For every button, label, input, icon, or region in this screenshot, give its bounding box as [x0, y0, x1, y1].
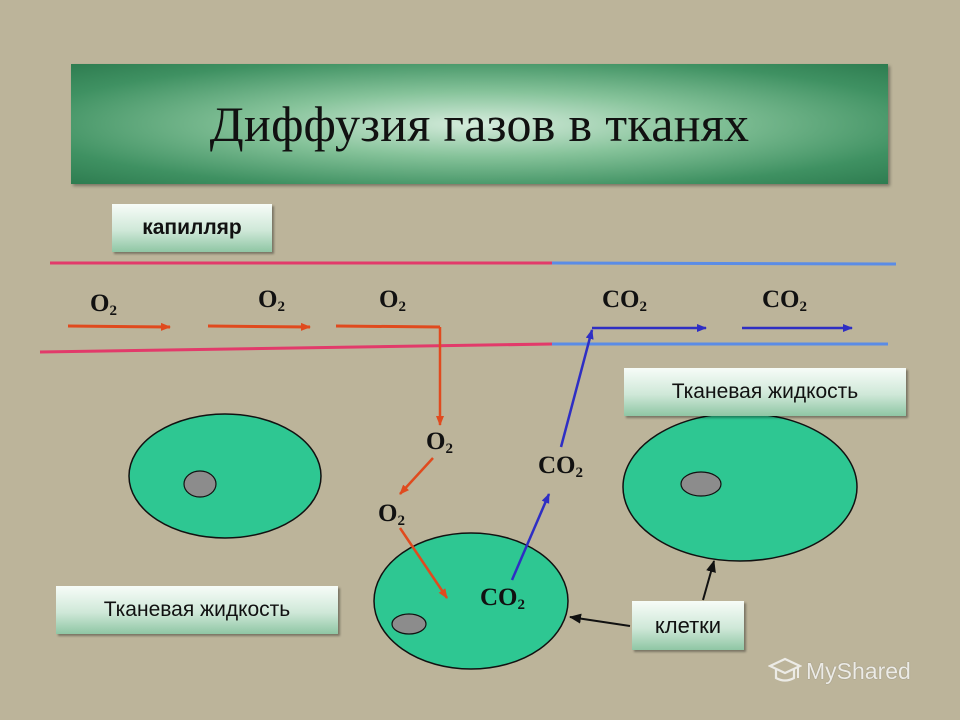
tissue-fluid-label-right: Тканевая жидкость — [624, 368, 906, 416]
o2-label-3: O2 — [379, 286, 406, 315]
title-banner: Диффузия газов в тканях — [71, 64, 888, 184]
cells-label: клетки — [632, 601, 744, 650]
cell-right — [622, 412, 858, 562]
tissue-fluid-label-left: Тканевая жидкость — [56, 586, 338, 634]
co2-out-of-cell-arrow — [510, 493, 551, 581]
nucleus-left — [183, 470, 217, 498]
o2-label-tissue: O2 — [426, 428, 453, 457]
capillary-label-text: капилляр — [142, 216, 242, 239]
mortarboard-logo-icon — [768, 657, 802, 682]
co2-label-in-cell: CO2 — [480, 584, 525, 613]
watermark: MyShared — [768, 656, 911, 686]
o2-into-cell-arrow — [398, 527, 449, 599]
capillary-upper-wall-venous — [551, 261, 897, 266]
o2-flow-arrow-1 — [67, 322, 171, 331]
tissue-fluid-label-right-text: Тканевая жидкость — [671, 380, 859, 403]
o2-label-2: O2 — [258, 286, 285, 315]
o2-label-1: O2 — [90, 290, 117, 319]
page-title: Диффузия газов в тканях — [209, 96, 750, 152]
cell-center — [373, 532, 569, 670]
cells-pointer-to-right — [702, 560, 716, 601]
co2-diffusion-arrow-up — [559, 329, 594, 448]
o2-flow-arrow-2 — [207, 322, 311, 331]
capillary-lower-wall-arterial — [39, 342, 553, 354]
cells-pointer-to-center — [569, 613, 631, 627]
nucleus-center — [391, 613, 427, 635]
o2-diffusion-arrow-diagonal — [399, 457, 434, 495]
co2-label-1: CO2 — [602, 286, 647, 315]
tissue-fluid-label-left-text: Тканевая жидкость — [103, 598, 291, 621]
watermark-text: MyShared — [806, 657, 911, 684]
co2-label-tissue: CO2 — [538, 452, 583, 481]
nucleus-right — [680, 471, 722, 497]
co2-label-2: CO2 — [762, 286, 807, 315]
cell-left — [128, 413, 322, 539]
capillary-label: капилляр — [112, 204, 272, 252]
cells-label-text: клетки — [654, 612, 722, 638]
o2-label-near-cell: O2 — [378, 500, 405, 529]
o2-flow-arrow-3 — [335, 324, 441, 329]
